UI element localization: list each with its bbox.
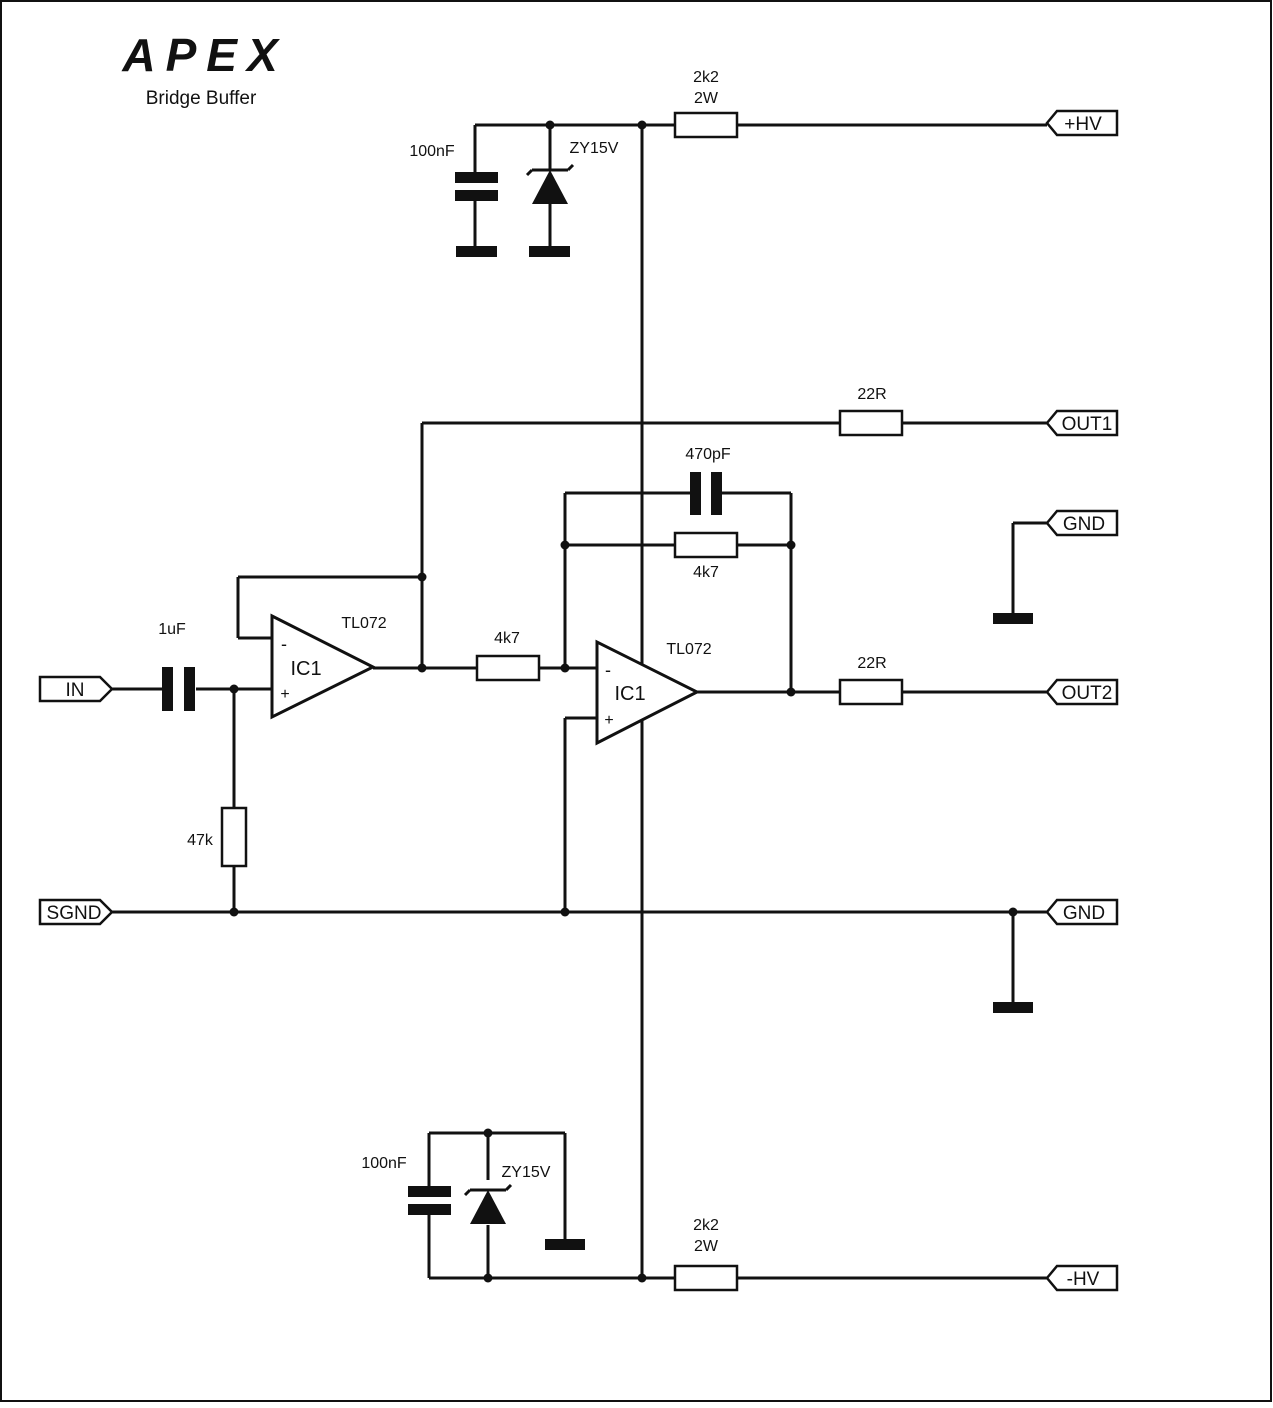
- zener-diode-bottom: [463, 1183, 513, 1224]
- resistor-4k7-feedback: [673, 531, 739, 559]
- ground-bar-zener-bottom: [545, 1239, 585, 1250]
- wires: [112, 123, 1047, 1280]
- port-sgnd: SGND: [38, 898, 114, 926]
- capacitor-1uf: [162, 667, 195, 711]
- zener-diode-bottom-label: ZY15V: [502, 1164, 551, 1181]
- capacitor-1uf-label: 1uF: [158, 621, 186, 638]
- port-gnd: GND: [1045, 898, 1119, 926]
- resistor-22r-out1-label: 22R: [857, 386, 886, 403]
- svg-text:+HV: +HV: [1064, 114, 1102, 135]
- resistor-22r-out1: [838, 409, 904, 437]
- resistor-2k2-bottom-value: 2k2: [693, 1217, 719, 1234]
- port-hv-negative: -HV: [1045, 1264, 1119, 1292]
- resistor-47k: [220, 806, 248, 868]
- port-hv-positive: +HV: [1045, 109, 1119, 137]
- opamp-ic1b-plus: +: [604, 712, 613, 729]
- ground-bar-zener-top: [529, 246, 570, 257]
- ground-bar-gnd-top: [993, 613, 1033, 624]
- capacitor-100nf-top: [455, 172, 498, 201]
- resistor-22r-out2-label: 22R: [857, 655, 886, 672]
- junctions: [229, 120, 1018, 1283]
- capacitor-100nf-bottom-label: 100nF: [361, 1155, 407, 1172]
- zener-diode-top-label: ZY15V: [570, 140, 619, 157]
- svg-text:GND: GND: [1063, 903, 1105, 924]
- opamp-ic1a-name: IC1: [290, 658, 321, 680]
- ground-bar-cap-top: [456, 246, 497, 257]
- zener-diode-top: [525, 163, 575, 204]
- capacitor-100nf-top-label: 100nF: [409, 143, 455, 160]
- capacitor-100nf-bottom: [408, 1186, 451, 1215]
- resistor-4k7-feedback-label: 4k7: [693, 564, 719, 581]
- capacitor-470pf: [690, 472, 722, 515]
- ground-bar-gnd: [993, 1002, 1033, 1013]
- opamp-ic1a-minus: -: [281, 634, 287, 654]
- opamp-ic1b-minus: -: [605, 660, 611, 680]
- opamp-ic1b-type: TL072: [666, 641, 711, 658]
- port-in: IN: [38, 675, 114, 703]
- resistor-4k7-series-label: 4k7: [494, 630, 520, 647]
- resistor-47k-label: 47k: [187, 832, 214, 849]
- resistor-2k2-top-power: 2W: [694, 90, 719, 107]
- opamp-ic1a: - + IC1: [270, 613, 377, 720]
- opamp-ic1b-name: IC1: [614, 683, 645, 705]
- opamp-ic1a-plus: +: [280, 686, 289, 703]
- resistor-2k2-top-value: 2k2: [693, 69, 719, 86]
- svg-text:-HV: -HV: [1067, 1269, 1100, 1290]
- resistor-22r-out2: [838, 678, 904, 706]
- svg-text:GND: GND: [1063, 514, 1105, 535]
- resistor-2k2-bottom: [673, 1264, 739, 1292]
- apex-logo: APEX: [121, 29, 287, 81]
- port-gnd-top: GND: [1045, 509, 1119, 537]
- opamp-ic1b: - + IC1: [595, 639, 701, 746]
- port-out2: OUT2: [1045, 678, 1119, 706]
- svg-text:OUT1: OUT1: [1062, 414, 1113, 435]
- opamp-ic1a-type: TL072: [341, 615, 386, 632]
- svg-text:SGND: SGND: [47, 903, 102, 924]
- schematic-title: Bridge Buffer: [146, 88, 257, 109]
- svg-text:IN: IN: [66, 680, 85, 701]
- capacitor-470pf-label: 470pF: [685, 446, 731, 463]
- port-out1: OUT1: [1045, 409, 1119, 437]
- resistor-4k7-series: [475, 654, 541, 682]
- resistor-2k2-top: [673, 111, 739, 139]
- logo-text: APEX: [121, 29, 287, 81]
- svg-text:OUT2: OUT2: [1062, 683, 1113, 704]
- resistor-2k2-bottom-power: 2W: [694, 1238, 719, 1255]
